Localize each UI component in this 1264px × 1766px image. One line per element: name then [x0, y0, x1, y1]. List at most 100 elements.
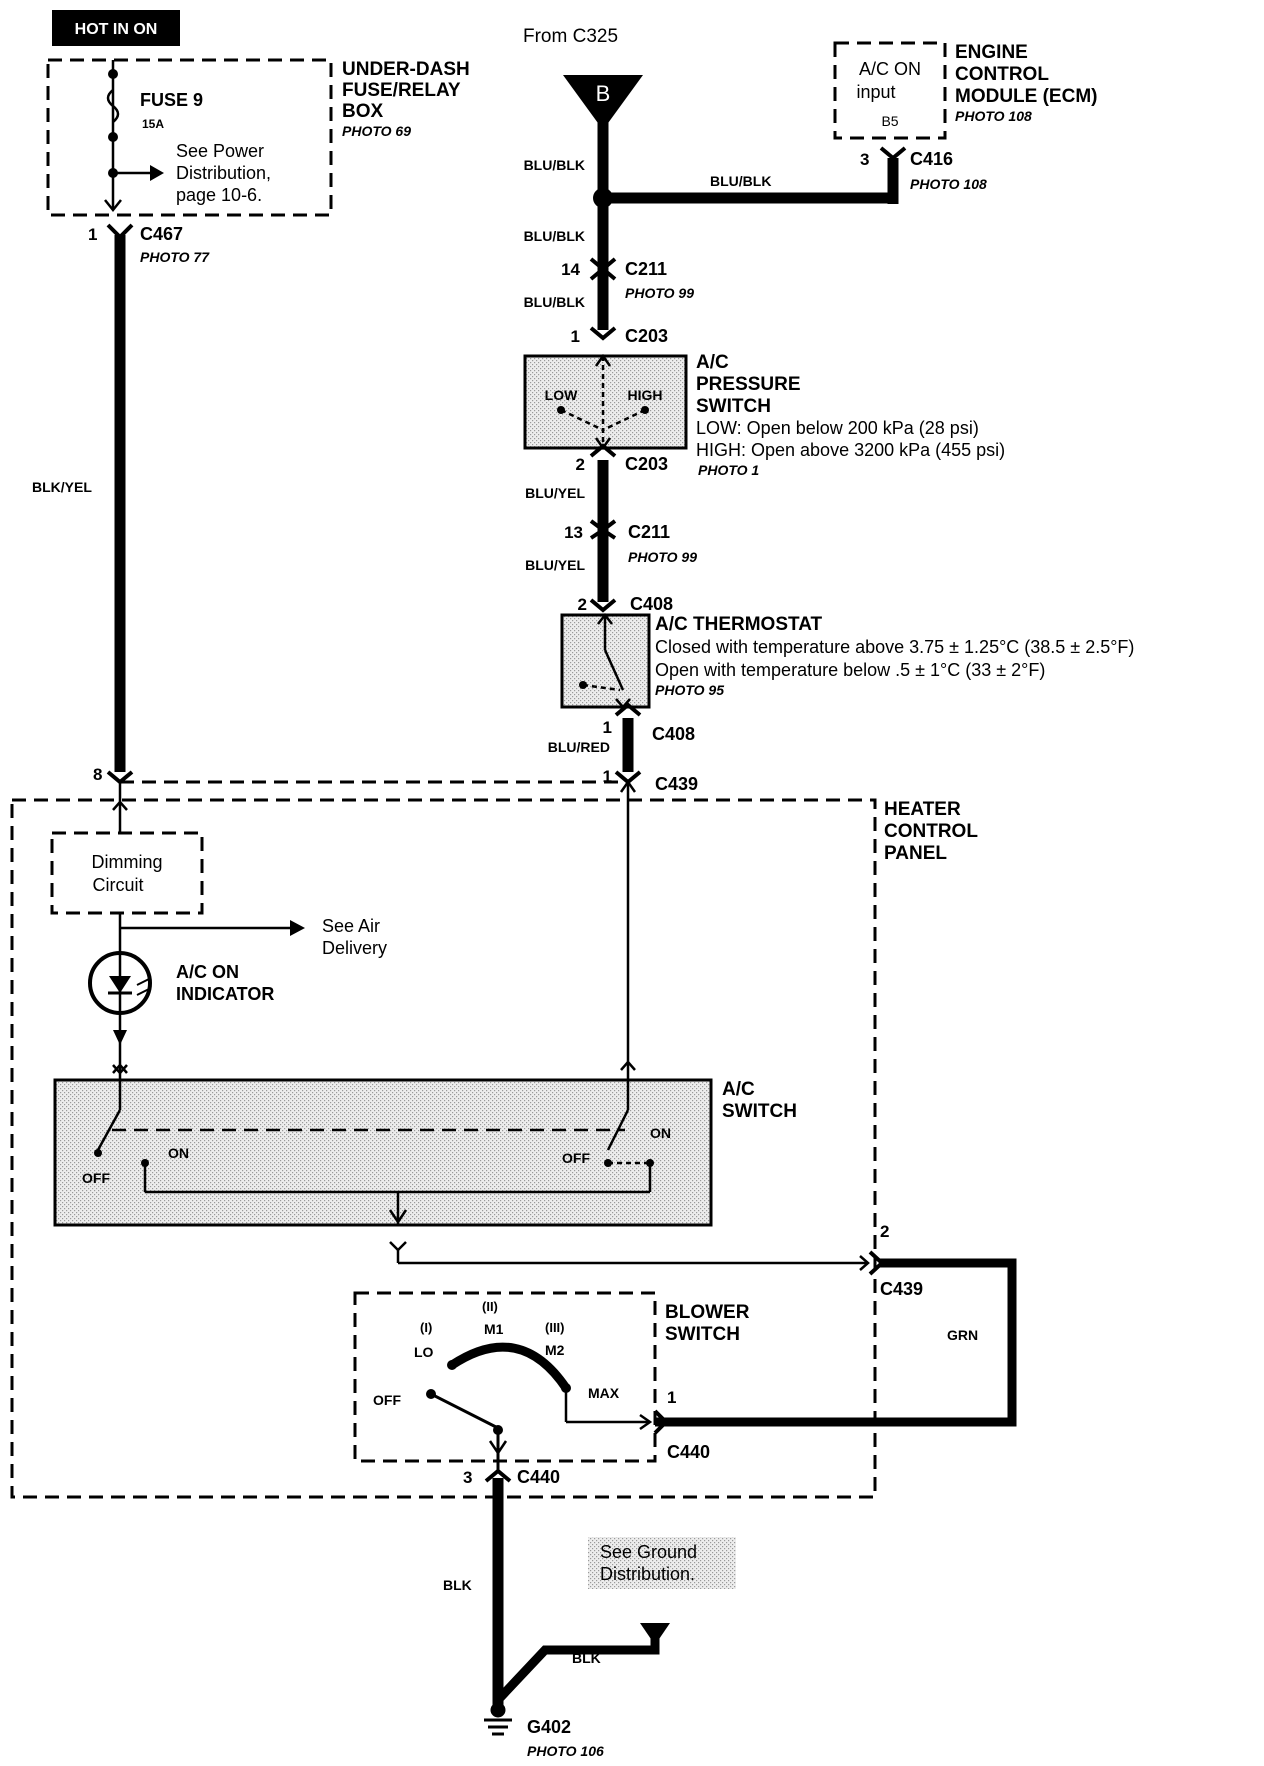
c440-1-name: C440 — [667, 1442, 710, 1462]
c439-2-name: C439 — [880, 1279, 923, 1299]
c467-photo: PHOTO 77 — [140, 249, 210, 265]
ecm-input-line2: input — [856, 82, 895, 102]
blower-switch-contacts — [426, 1342, 653, 1471]
see-power-line1: See Power — [176, 141, 264, 161]
ecm-name-line2: CONTROL — [955, 64, 1049, 85]
dimming-label-line1: Dimming — [91, 852, 162, 872]
pressure-name-line2: PRESSURE — [696, 374, 801, 395]
ac-switch-left-off: OFF — [82, 1170, 110, 1186]
ground-name: G402 — [527, 1717, 571, 1737]
pressure-spec-low: LOW: Open below 200 kPa (28 psi) — [696, 418, 979, 438]
c408-top-name: C408 — [630, 594, 673, 614]
ecm-box — [833, 41, 947, 140]
see-ground-box — [588, 1537, 736, 1589]
blower-max-label: MAX — [588, 1385, 620, 1401]
dimming-circuit-box — [50, 831, 204, 915]
ac-switch-contacts — [96, 1080, 870, 1271]
ecm-input-line1: A/C ON — [859, 59, 921, 79]
ground-distribution-triangle — [640, 1623, 670, 1645]
wire-label-grn: GRN — [947, 1327, 978, 1343]
pressure-low-label: LOW — [545, 387, 578, 403]
c211-bot-photo: PHOTO 99 — [628, 549, 697, 565]
low-contact — [557, 406, 565, 414]
pressure-switch-box — [523, 354, 688, 450]
blower-switch-box — [353, 1291, 657, 1463]
see-air-line2: Delivery — [322, 938, 387, 958]
ecm-name-line3: MODULE (ECM) — [955, 86, 1097, 107]
blower-m1-label: M1 — [484, 1321, 504, 1337]
pressure-name-line1: A/C — [696, 352, 729, 373]
wire-blk-ground — [492, 1478, 660, 1710]
blower-ii-label: (II) — [482, 1299, 498, 1314]
dimming-label-line2: Circuit — [92, 875, 143, 895]
wire-label-blu-yel-2: BLU/YEL — [525, 557, 585, 573]
thermostat-contacts — [582, 612, 631, 709]
c203-top-pin: 1 — [571, 327, 580, 346]
fuse-label: FUSE 9 — [140, 90, 203, 110]
see-ground-line2: Distribution. — [600, 1564, 695, 1584]
c203-bot-pin: 2 — [576, 455, 585, 474]
indicator-label-line2: INDICATOR — [176, 984, 274, 1004]
wire-label-blu-blk-2: BLU/BLK — [524, 228, 585, 244]
see-power-line2: Distribution, — [176, 163, 271, 183]
c439-2-pin: 2 — [880, 1222, 889, 1241]
splice-point — [593, 188, 613, 208]
thermostat-name: A/C THERMOSTAT — [655, 614, 823, 635]
connector-glyphs — [106, 146, 907, 1483]
thermostat-open-spec: Open with temperature below .5 ± 1°C (33… — [655, 660, 1045, 680]
hot-in-on-badge — [52, 10, 180, 46]
c211-top-pin: 14 — [561, 260, 580, 279]
c211-bot-pin: 13 — [564, 523, 583, 542]
blower-off-label: OFF — [373, 1392, 401, 1408]
heater-panel-name-line2: CONTROL — [884, 821, 978, 842]
c416-photo: PHOTO 108 — [910, 176, 987, 192]
left-on-contact — [141, 1159, 149, 1167]
wire-label-blu-red: BLU/RED — [548, 739, 610, 755]
ground-photo: PHOTO 106 — [527, 1743, 604, 1759]
pressure-high-label: HIGH — [628, 387, 663, 403]
fuse-box-name-line1: UNDER-DASH — [342, 59, 470, 80]
ac-on-indicator-symbol — [88, 951, 152, 1045]
heater-panel-name-line1: HEATER — [884, 799, 961, 820]
c439-1-name: C439 — [655, 774, 698, 794]
c439-1-pin: 1 — [603, 767, 612, 786]
pressure-name-line3: SWITCH — [696, 396, 771, 417]
ac-switch-left-on: ON — [168, 1145, 189, 1161]
wire-label-blu-blk-horizontal: BLU/BLK — [710, 173, 771, 189]
blower-lo-label: LO — [414, 1344, 434, 1360]
wire-label-blu-yel-1: BLU/YEL — [525, 485, 585, 501]
pressure-photo: PHOTO 1 — [698, 462, 759, 478]
c408-bot-pin: 1 — [603, 718, 612, 737]
see-power-line3: page 10-6. — [176, 185, 262, 205]
wire-label-blk-1: BLK — [443, 1577, 472, 1593]
c408-top-pin: 2 — [578, 595, 587, 614]
blower-name-line1: BLOWER — [665, 1302, 750, 1323]
ac-switch-right-on: ON — [650, 1125, 671, 1141]
pressure-switch-contacts — [560, 353, 646, 451]
left-off-contact — [94, 1149, 102, 1157]
c467-pin: 1 — [88, 225, 97, 244]
hot-in-on-label: HOT IN ON — [75, 21, 158, 38]
ac-switch-name-line1: A/C — [722, 1079, 755, 1100]
high-contact — [641, 406, 649, 414]
from-c325-label: From C325 — [523, 26, 618, 47]
wire-label-blu-blk-1: BLU/BLK — [524, 157, 585, 173]
wire-label-blu-blk-3: BLU/BLK — [524, 294, 585, 310]
wire-label-blk-yel: BLK/YEL — [32, 479, 92, 495]
wire-grn — [655, 1258, 1017, 1427]
see-ground-line1: See Ground — [600, 1542, 697, 1562]
heater-panel-name-line3: PANEL — [884, 843, 947, 864]
thermostat-contact — [579, 681, 587, 689]
see-air-line1: See Air — [322, 916, 380, 936]
ac-switch-name-line2: SWITCH — [722, 1101, 797, 1122]
c440-3-pin: 3 — [463, 1468, 472, 1487]
ecm-name-line1: ENGINE — [955, 42, 1028, 63]
c211-top-photo: PHOTO 99 — [625, 285, 694, 301]
ecm-photo: PHOTO 108 — [955, 108, 1032, 124]
heater-control-panel-box — [10, 798, 877, 1499]
connector-b-label: B — [596, 81, 611, 106]
connector-b-triangle — [563, 75, 643, 130]
panel-internal-wiring — [112, 779, 637, 1080]
ac-switch-right-off: OFF — [562, 1150, 590, 1166]
